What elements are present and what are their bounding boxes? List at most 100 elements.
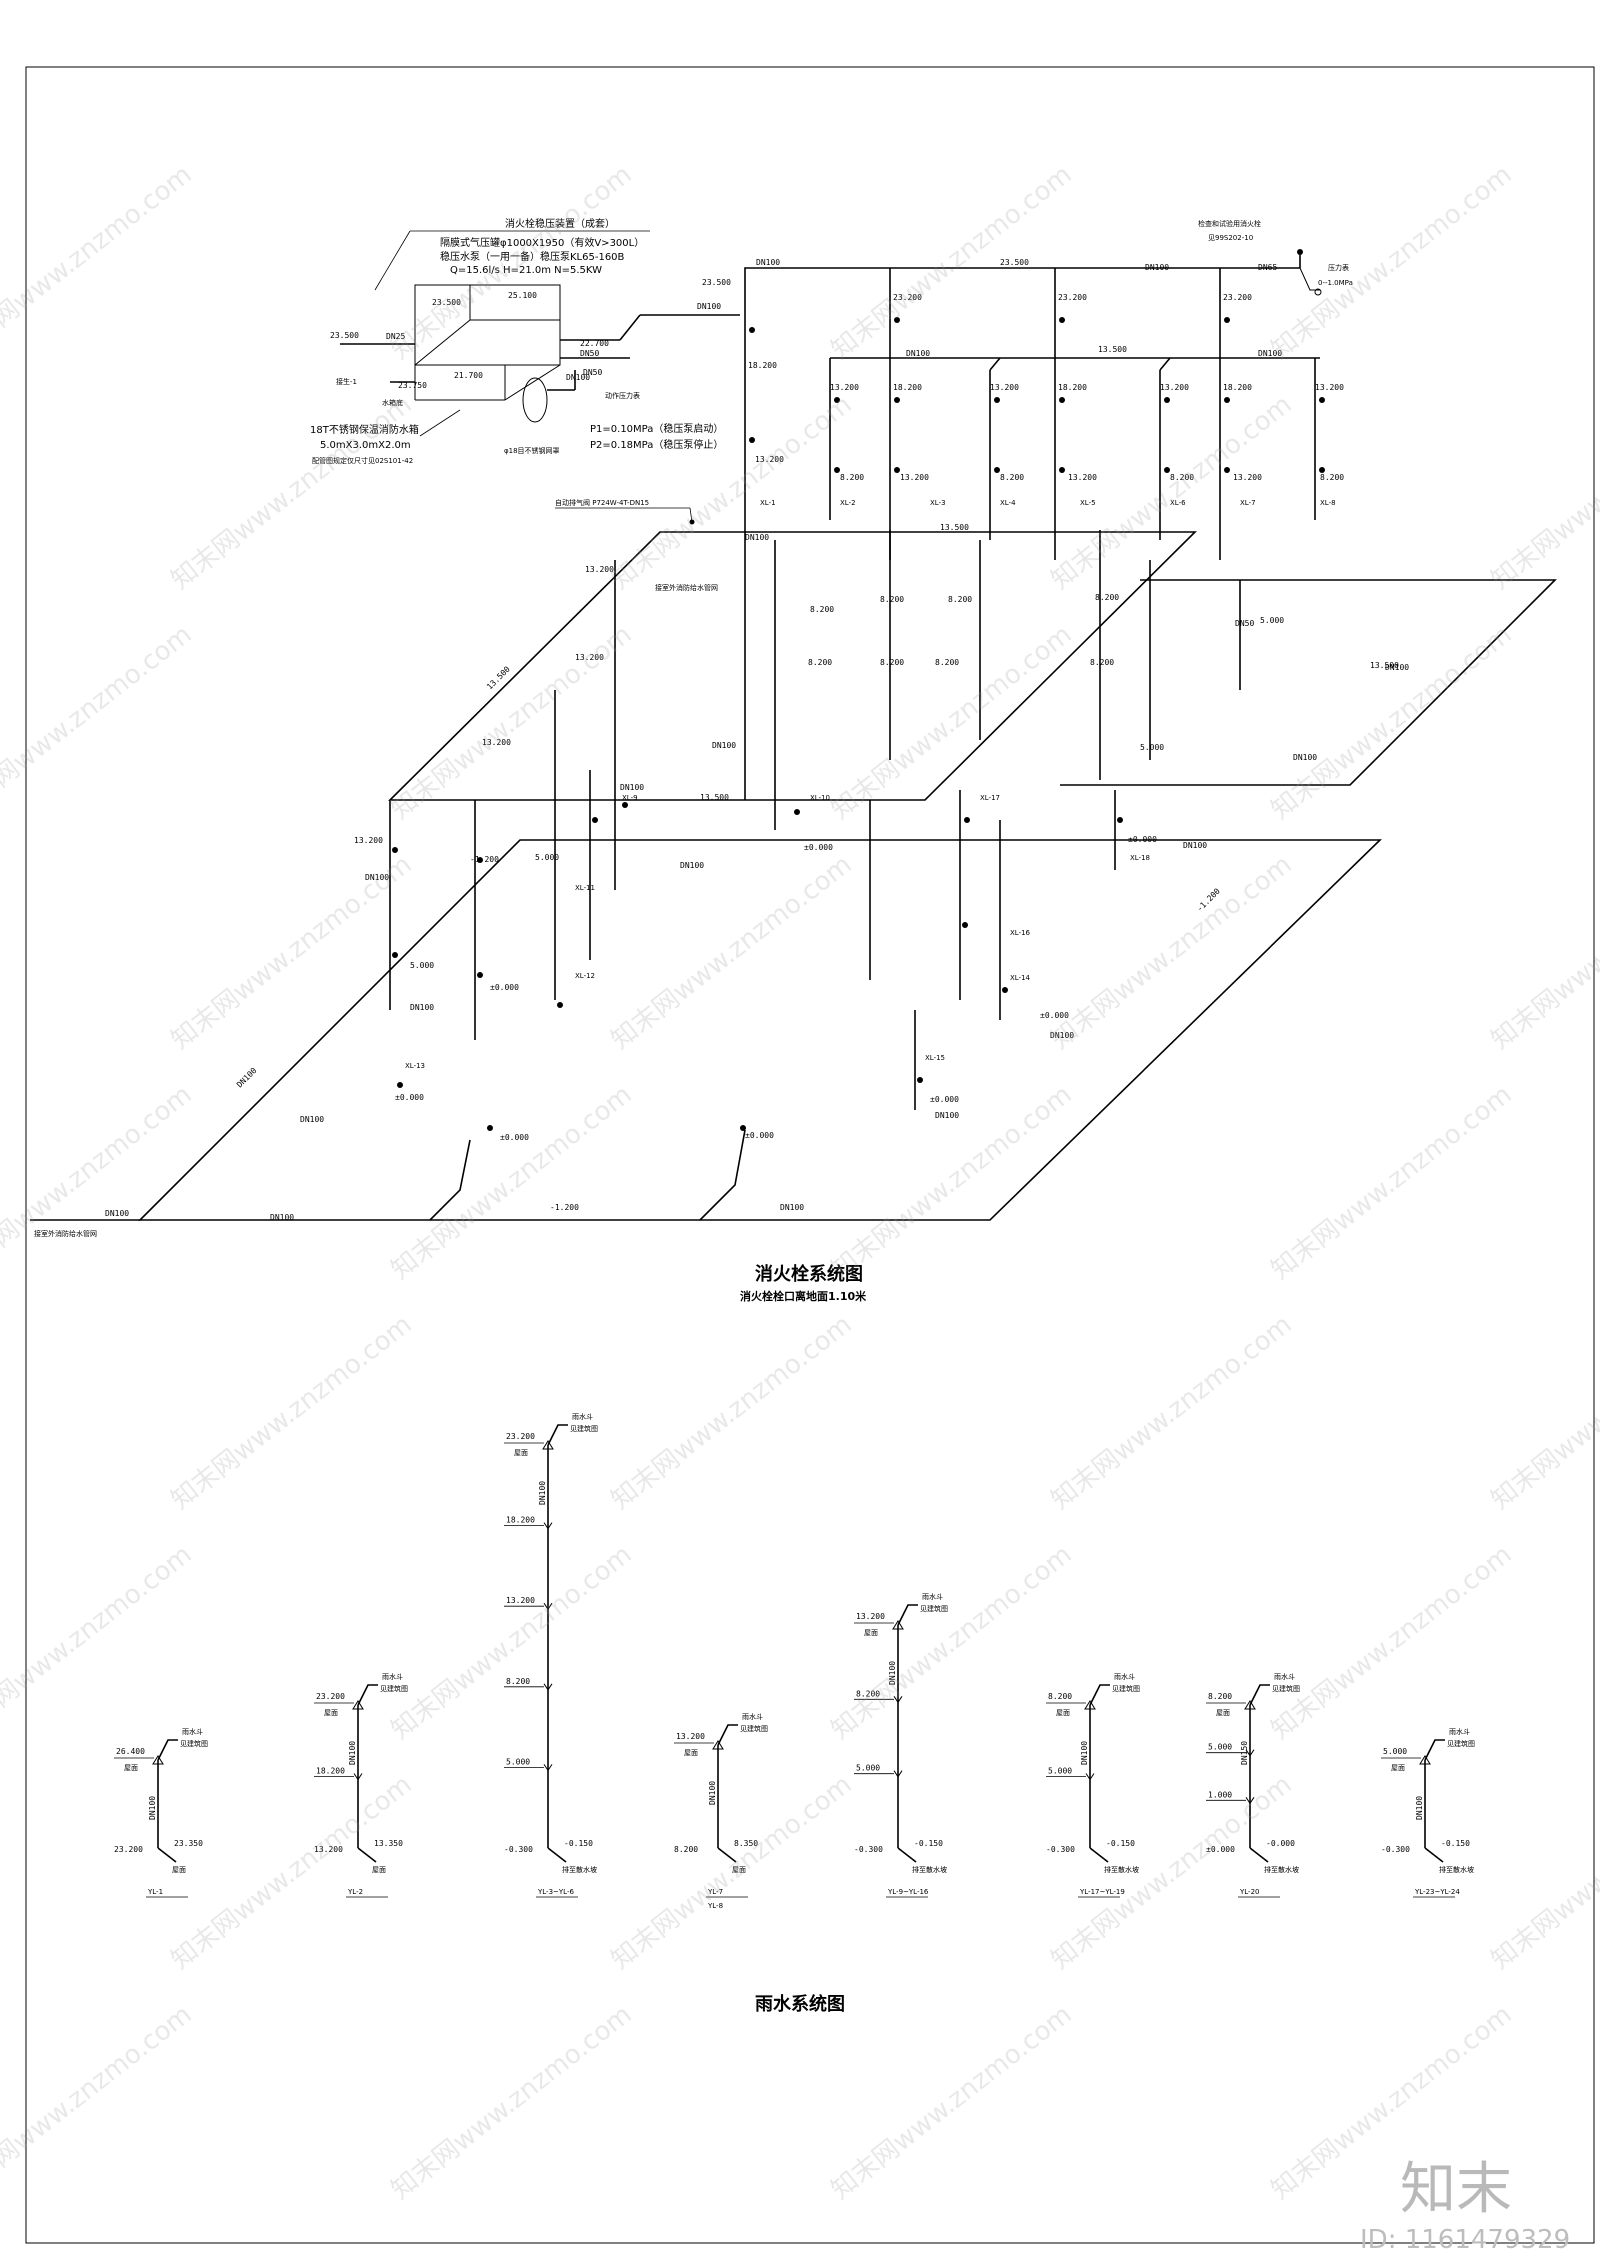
elev-g7: 5.000: [410, 961, 434, 970]
elev-mid-13500: 13.500: [1098, 345, 1127, 354]
rain-hopper-branch: [897, 1604, 918, 1626]
elev-21700: 21.700: [454, 371, 483, 380]
riser-xl8: XL-8: [1320, 499, 1336, 507]
elev-g10: ±0.000: [930, 1095, 959, 1104]
rain-roof-label: 屋面: [1216, 1709, 1230, 1717]
watermark-text: 知末网www.znzmo.com: [826, 620, 1078, 826]
hydrant-title: 消火栓系统图: [755, 1263, 863, 1285]
dn-top-left: DN100: [697, 302, 721, 311]
elev-u16: 8.200: [1170, 473, 1194, 482]
rain-dn-label: DN100: [888, 1661, 897, 1685]
elev-g4: ±0.000: [804, 843, 833, 852]
elev-g2: -1.200: [470, 855, 499, 864]
pressure-p2: P2=0.18MPa（稳压泵停止）: [590, 438, 723, 451]
rain-elev-mid: 5.000: [506, 1757, 530, 1766]
rain-elev-bottom2: -0.150: [564, 1839, 593, 1848]
elev-u14: 8.200: [1000, 473, 1024, 482]
mid-level-loop: 13.200 DN100 13.500 接室外消防给水管网 13.500 13.…: [388, 523, 1197, 1000]
elev-r4: 5.000: [1260, 616, 1284, 625]
watermark-text: 知末网www.znzmo.com: [166, 850, 418, 1056]
dn-g5: DN100: [1050, 1031, 1074, 1040]
rain-elev-bottom: -0.300: [504, 1845, 533, 1854]
rain-hopper-branch: [717, 1724, 738, 1746]
rain-hopper-ref: 见建筑图: [380, 1684, 408, 1693]
rain-outlet-label: 屋面: [732, 1866, 746, 1874]
rain-hopper-icon: [712, 1740, 724, 1750]
dn-top-65: DN65: [1258, 263, 1277, 272]
watermark-text: 知末网www.znzmo.com: [0, 1540, 198, 1746]
riser-xl6: XL-6: [1170, 499, 1186, 507]
rain-hopper-ref: 见建筑图: [1112, 1684, 1140, 1693]
gauge-label: 压力表: [1328, 263, 1349, 272]
dn-g1: DN100: [365, 873, 389, 882]
watermark-text: 知末网www.znzmo.com: [1046, 390, 1298, 596]
test-hydrant-line1: 检查和试验用消火栓: [1198, 219, 1261, 228]
rain-elev-bottom2: -0.150: [1106, 1839, 1135, 1848]
elev-g9: ±0.000: [1040, 1011, 1069, 1020]
rain-outlet-pipe: [1089, 1847, 1109, 1863]
rain-elev-bottom: 23.200: [114, 1845, 143, 1854]
rain-hopper-icon: [542, 1440, 554, 1450]
rain-elev-bottom2: 8.350: [734, 1839, 758, 1848]
hydrant-symbols-upper: [749, 317, 1325, 473]
rain-outlet-pipe: [357, 1847, 377, 1863]
rain-hopper-icon: [352, 1700, 364, 1710]
rain-elev-top: 5.000: [1383, 1747, 1407, 1756]
rain-outlet-pipe: [1249, 1847, 1269, 1863]
rain-hopper-branch: [157, 1739, 178, 1761]
rain-elev-mid: 1.000: [1208, 1790, 1232, 1799]
rain-outlet-pipe: [547, 1847, 567, 1863]
rain-dn-label: DN100: [708, 1781, 717, 1805]
exhaust-valve-label: 自动排气阀 P724W-4T-DN15: [555, 498, 649, 507]
watermark-text: 知末网www.znzmo.com: [1266, 1080, 1518, 1286]
riser-xl16: XL-16: [1010, 929, 1031, 937]
rain-hopper-branch: [1424, 1739, 1445, 1761]
equipment-line3: Q=15.6l/s H=21.0m N=5.5KW: [450, 265, 602, 276]
rain-hopper-branch: [547, 1424, 568, 1446]
rain-elev-top: 8.200: [1048, 1692, 1072, 1701]
rain-hopper-ref: 见建筑图: [740, 1724, 768, 1733]
elev-m11: 8.200: [880, 658, 904, 667]
elev-u12: 8.200: [840, 473, 864, 482]
watermark-text: 知末网www.znzmo.com: [1486, 850, 1600, 1056]
elev-g12: ±0.000: [500, 1133, 529, 1142]
elev-u9: 13.200: [1160, 383, 1189, 392]
rain-checkvalve-icon: [893, 1696, 903, 1704]
rain-riser-name: YL-2: [347, 1888, 363, 1896]
dn-m3: DN100: [712, 741, 736, 750]
watermark-logo: 知末: [1400, 2157, 1512, 2222]
rain-checkvalve-icon: [543, 1522, 553, 1530]
rain-elev-mid: 5.000: [1208, 1743, 1232, 1752]
rain-checkvalve-icon: [1245, 1749, 1255, 1757]
elev-u11: 13.200: [1315, 383, 1344, 392]
rain-riser-name: YL-3~YL-6: [537, 1888, 574, 1896]
elev-m9: 8.200: [948, 595, 972, 604]
rain-elev-top: 13.200: [856, 1612, 885, 1621]
rain-riser-name: YL-1: [147, 1888, 163, 1896]
rain-risers: 雨水斗见建筑图26.400屋面DN10023.20023.350屋面YL-1雨水…: [114, 1412, 1475, 1910]
dn-50-a: DN50: [580, 349, 599, 358]
dn-top-2: DN100: [1145, 263, 1169, 272]
equipment-line1: 隔膜式气压罐φ1000X1950（有效V>300L）: [440, 236, 644, 249]
rain-hopper-label: 雨水斗: [182, 1727, 203, 1736]
rain-elev-bottom: 13.200: [314, 1845, 343, 1854]
equipment-line2: 稳压水泵（一用一备）稳压泵KL65-160B: [440, 250, 625, 263]
upper-risers: DN100 23.500 DN100 DN65 23.500 DN100 检查和…: [619, 219, 1353, 560]
rain-hopper-ref: 见建筑图: [180, 1739, 208, 1748]
rain-dn-label: DN100: [148, 1796, 157, 1820]
rain-roof-label: 屋面: [514, 1449, 528, 1457]
elev-tank-25100: 25.100: [508, 291, 537, 300]
rain-checkvalve-icon: [543, 1683, 553, 1691]
elev-u4: 18.200: [748, 361, 777, 370]
elev-m6: 13.200: [482, 738, 511, 747]
rain-hopper-label: 雨水斗: [742, 1712, 763, 1721]
elev-u5: 13.200: [830, 383, 859, 392]
watermark-text: 知末网www.znzmo.com: [0, 160, 198, 366]
gauge-range: 0--1.0MPa: [1318, 279, 1353, 287]
riser-xl2: XL-2: [840, 499, 856, 507]
watermark-text: 知末网www.znzmo.com: [166, 1310, 418, 1516]
rain-elev-bottom2: -0.150: [1441, 1839, 1470, 1848]
rain-outlet-label: 排至散水坡: [1104, 1865, 1139, 1874]
rain-elev-top: 13.200: [676, 1732, 705, 1741]
